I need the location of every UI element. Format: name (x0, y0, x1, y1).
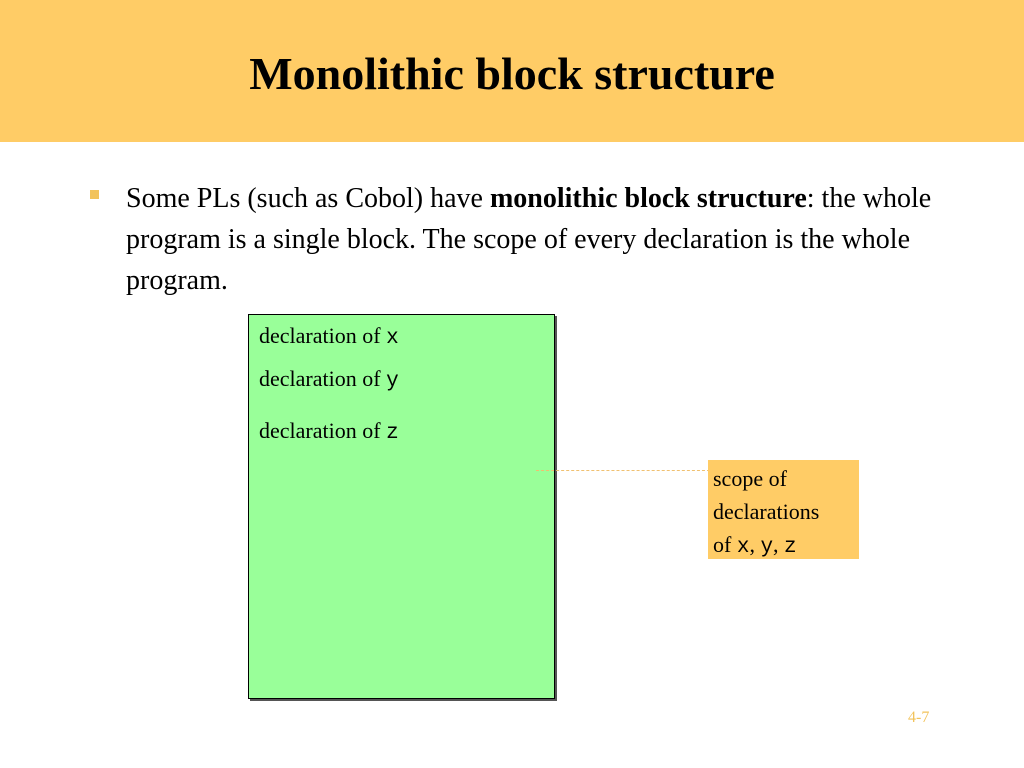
declaration-z: declaration of z (259, 418, 399, 447)
program-block: declaration of x declaration of y declar… (248, 314, 555, 699)
variable-name: x (386, 327, 399, 350)
variable-name: z (386, 422, 399, 445)
scope-var-y: y (760, 536, 774, 559)
bullet-square-icon (90, 190, 99, 199)
scope-line-1: scope of (713, 466, 787, 491)
declaration-y: declaration of y (259, 366, 399, 395)
scope-separator: , (749, 532, 761, 557)
scope-var-z: z (784, 536, 797, 559)
bullet-text: Some PLs (such as Cobol) have monolithic… (126, 178, 946, 301)
scope-separator: , (773, 532, 785, 557)
slide-title: Monolithic block structure (249, 48, 775, 99)
declaration-label: declaration of (259, 418, 387, 443)
page-number: 4-7 (908, 709, 930, 726)
bullet-text-intro: Some PLs (such as Cobol) have (126, 183, 490, 214)
title-bar: Monolithic block structure (0, 0, 1024, 142)
scope-line-3-prefix: of (713, 532, 737, 557)
scope-line-2: declarations (713, 499, 820, 524)
declaration-label: declaration of (259, 366, 387, 391)
bullet-bold-term: monolithic block structure (489, 183, 807, 214)
scope-connector-line (536, 470, 710, 471)
scope-line-3: of x, y, z (713, 528, 819, 564)
declaration-label: declaration of (259, 323, 387, 348)
declaration-x: declaration of x (259, 323, 399, 352)
scope-callout-text: scope of declarations of x, y, z (713, 462, 819, 564)
bullet-text-rest: : the whole program is a single block. T… (126, 183, 932, 296)
scope-callout: scope of declarations of x, y, z (708, 460, 859, 559)
variable-name: y (386, 370, 399, 393)
scope-var-x: x (736, 536, 750, 559)
